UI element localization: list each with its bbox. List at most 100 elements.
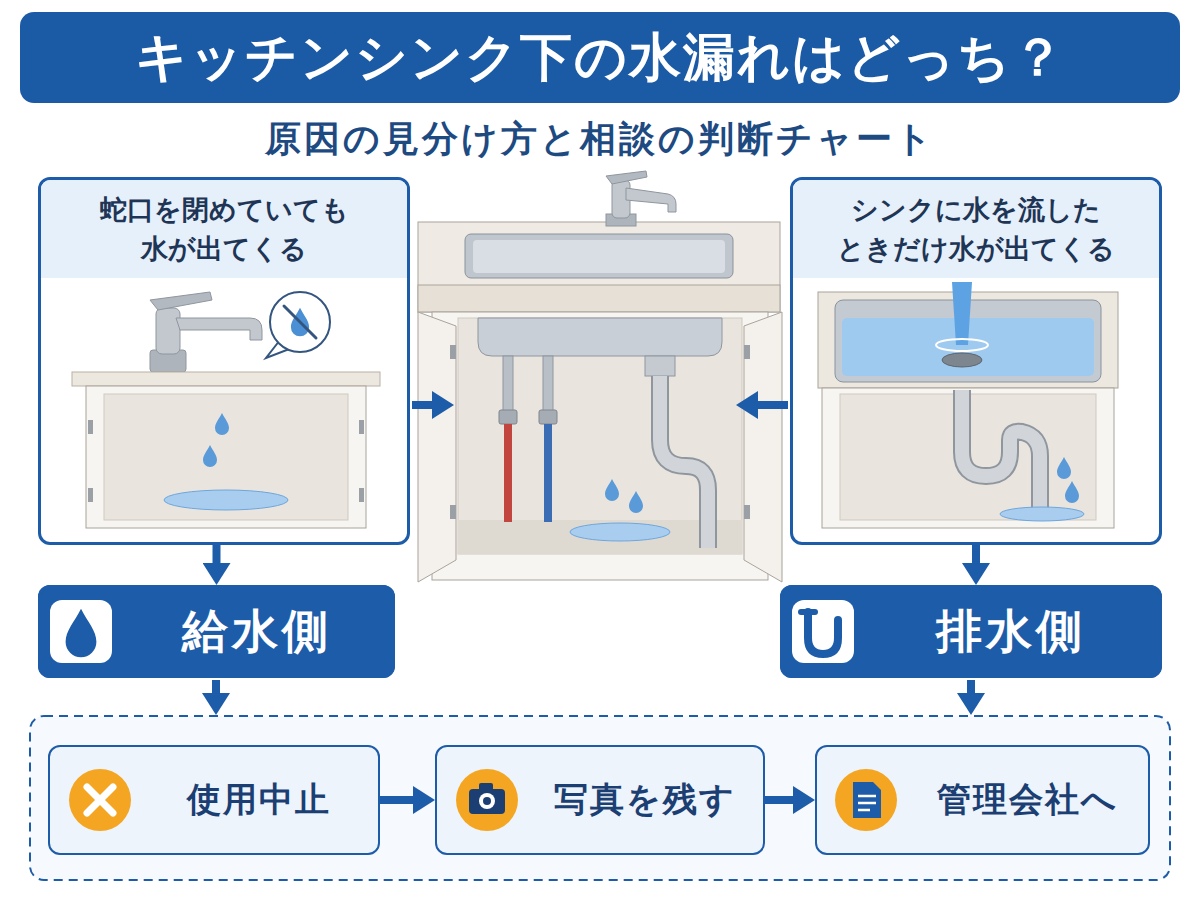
closed-faucet-illustration — [203, 445, 217, 467]
closed-faucet-illustration — [164, 490, 288, 510]
step-text: 管理会社へ — [937, 777, 1118, 823]
action-group-frame — [30, 716, 1170, 880]
condition-text: 蛇口を閉めていても 水が出てくる — [41, 180, 407, 278]
flow-arrow — [213, 545, 221, 563]
sink-cabinet-illustration — [660, 376, 708, 548]
sink-cabinet-illustration — [626, 188, 676, 212]
sink-cabinet-illustration — [606, 171, 647, 184]
sink-cabinet-illustration — [629, 491, 643, 513]
closed-faucet-illustration — [72, 292, 380, 528]
cause-box: 給水側 — [38, 585, 395, 678]
pointer-arrow — [412, 401, 432, 409]
step-text: 写真を残す — [554, 777, 736, 823]
water-drop-icon — [66, 609, 97, 657]
condition-text: シンクに水を流した ときだけ水が出てくる — [793, 180, 1159, 278]
sink-cabinet-illustration — [744, 312, 782, 582]
title-bar: キッチンシンク下の水漏れはどっち？ — [20, 12, 1180, 103]
sink-cabinet-illustration — [418, 312, 456, 582]
camera-icon — [456, 769, 518, 831]
closed-faucet-illustration — [156, 308, 180, 354]
sink-cabinet-illustration — [499, 410, 517, 424]
camera-icon — [456, 769, 518, 831]
sink-cabinet-illustration — [450, 505, 456, 519]
action-step: 管理会社へ — [815, 745, 1150, 855]
closed-faucet-illustration — [359, 420, 364, 434]
drain-pipe-icon — [792, 600, 854, 663]
sink-cabinet-illustration — [544, 424, 552, 522]
water-drop-icon — [50, 600, 112, 663]
running-water-illustration — [1057, 457, 1071, 479]
condition-panel: シンクに水を流した ときだけ水が出てくる — [790, 177, 1162, 545]
flow-arrow — [380, 796, 413, 804]
running-water-illustration — [962, 390, 1040, 515]
pointer-arrow — [967, 680, 975, 693]
box-fill — [435, 745, 765, 855]
flow-arrow — [765, 796, 793, 804]
sink-cabinet-illustration — [539, 410, 557, 424]
stop-icon — [87, 787, 113, 813]
closed-faucet-illustration — [88, 488, 93, 502]
cause-box: 排水側 — [780, 585, 1162, 678]
closed-faucet-illustration — [104, 394, 348, 520]
document-icon — [853, 782, 881, 818]
action-step: 写真を残す — [435, 745, 765, 855]
sink-cabinet-illustration — [473, 240, 725, 273]
sink-cabinet-illustration — [504, 424, 512, 522]
sink-cabinet-illustration — [660, 376, 708, 548]
document-icon — [835, 769, 897, 831]
running-water-illustration — [1065, 481, 1079, 503]
sink-cabinet-illustration — [458, 318, 742, 554]
camera-icon — [469, 789, 505, 814]
closed-faucet-illustration — [86, 386, 366, 528]
subtitle-text: 原因の見分け方と相談の判断チャート — [265, 115, 935, 164]
cause-text: 給水側 — [182, 601, 332, 663]
sink-cabinet-illustration — [605, 479, 619, 501]
box-fill — [815, 745, 1150, 855]
drain-pipe-icon — [801, 609, 815, 615]
stop-icon — [69, 769, 131, 831]
running-water-illustration — [818, 282, 1118, 528]
sink-cabinet-illustration — [744, 505, 750, 519]
sink-cabinet-illustration — [478, 318, 722, 356]
step-text: 使用中止 — [187, 777, 331, 823]
drain-pipe-icon — [808, 612, 838, 654]
sink-cabinet-illustration — [543, 356, 553, 412]
sink-cabinet-illustration — [450, 345, 456, 359]
box-fill — [38, 585, 395, 678]
water-drop-icon — [50, 600, 112, 663]
running-water-illustration — [822, 388, 1114, 528]
flow-arrow — [972, 545, 980, 563]
sink-cabinet-illustration — [432, 312, 768, 580]
label-holder: 原因の見分け方と相談の判断チャート — [0, 110, 1200, 168]
camera-icon — [483, 797, 491, 805]
running-water-illustration — [952, 282, 972, 345]
running-water-illustration — [942, 353, 982, 367]
running-water-illustration — [1000, 507, 1084, 521]
closed-faucet-illustration — [88, 420, 93, 434]
stop-icon — [69, 769, 131, 831]
closed-faucet-illustration — [284, 306, 316, 338]
pointer-arrow — [212, 680, 220, 693]
document-icon — [858, 796, 876, 810]
box-fill — [780, 585, 1162, 678]
running-water-illustration — [962, 390, 1040, 515]
condition-panel: 蛇口を閉めていても 水が出てくる — [38, 177, 410, 545]
cause-text: 排水側 — [936, 601, 1086, 663]
closed-faucet-illustration — [270, 292, 330, 352]
sink-cabinet-illustration — [570, 523, 670, 541]
connector-group — [217, 545, 977, 800]
sink-cabinet-illustration — [645, 356, 675, 376]
sink-cabinet-illustration — [465, 234, 733, 278]
sink-cabinet-illustration — [418, 285, 780, 312]
camera-icon — [479, 793, 495, 809]
running-water-illustration — [936, 339, 988, 351]
box-fill — [38, 585, 1162, 855]
closed-faucet-illustration — [359, 488, 364, 502]
closed-faucet-illustration — [176, 318, 262, 340]
action-step: 使用中止 — [48, 745, 380, 855]
document-icon — [835, 769, 897, 831]
drain-pipe-icon — [792, 600, 854, 663]
closed-faucet-illustration — [150, 292, 212, 310]
title-text: キッチンシンク下の水漏れはどっち？ — [135, 23, 1066, 93]
